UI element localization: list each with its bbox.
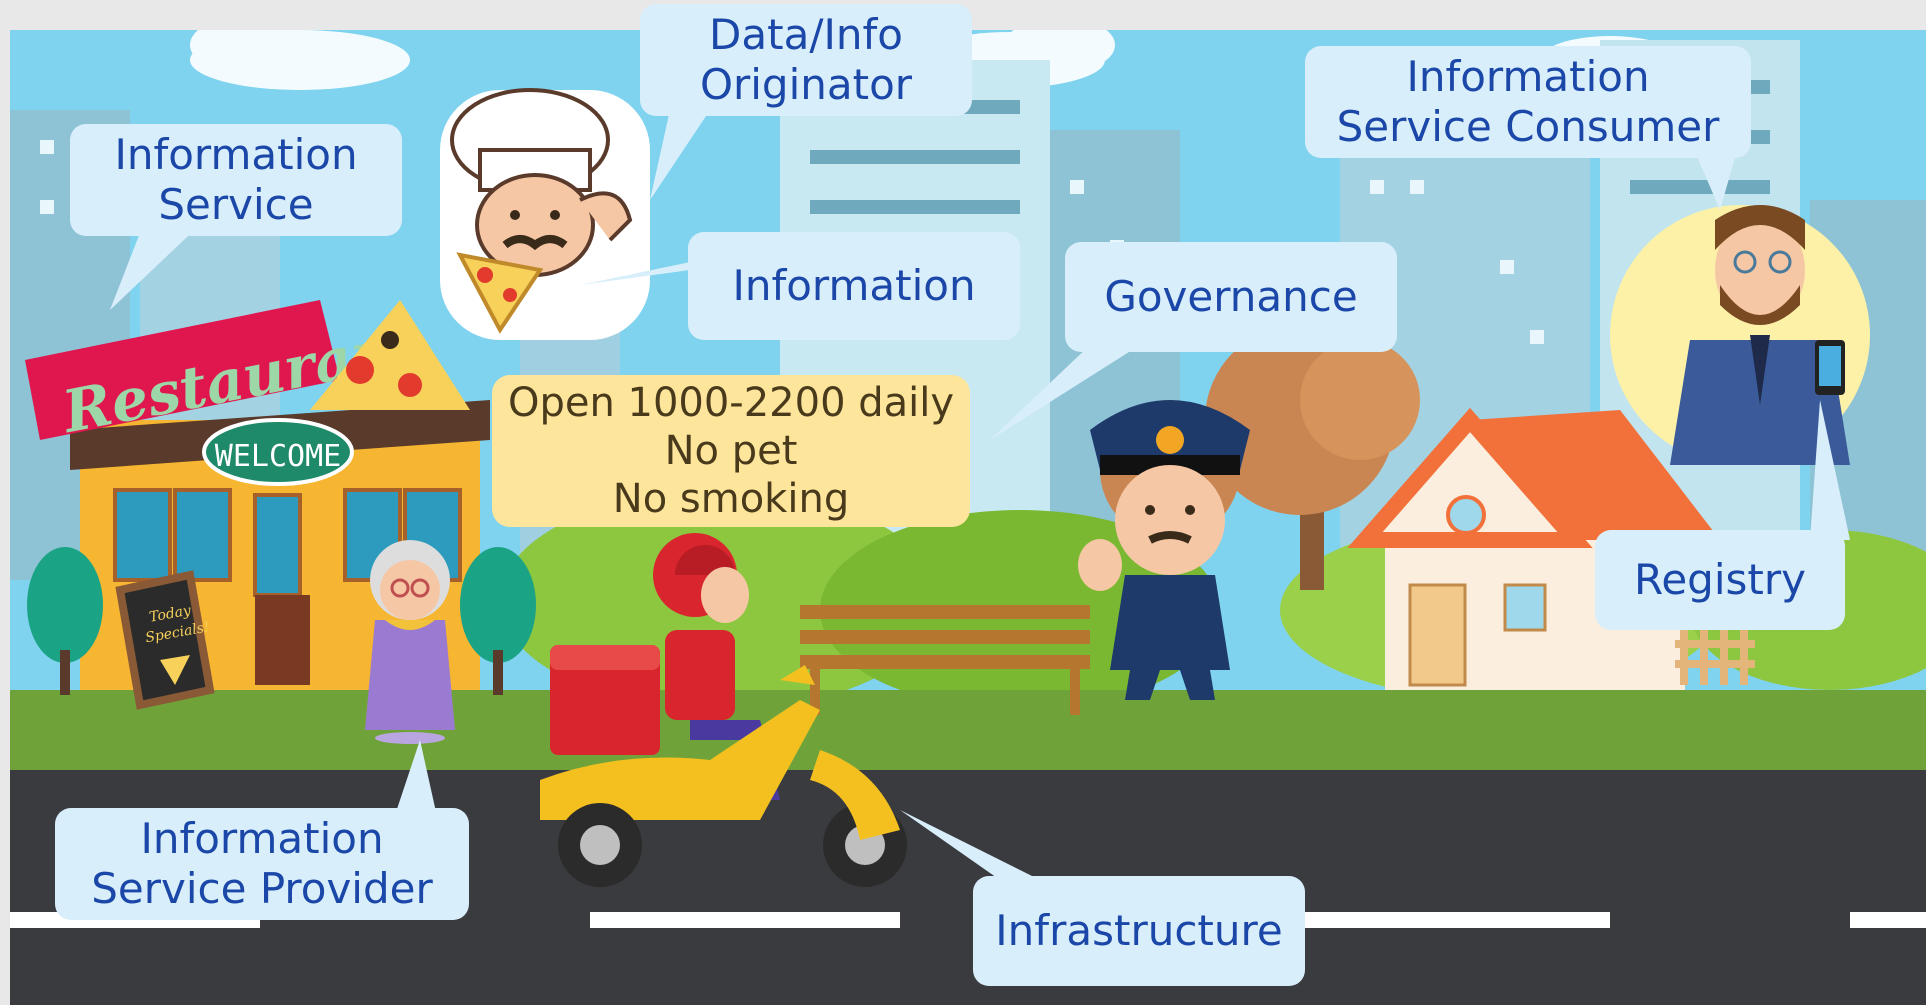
callout-registry: Registry — [1595, 530, 1845, 630]
callout-governance: Governance — [1065, 242, 1397, 352]
callout-information-service: Information Service — [70, 124, 402, 236]
grass — [10, 690, 1926, 770]
callout-information-line1: Information — [732, 261, 976, 310]
businessman-icon — [1610, 205, 1870, 465]
board-text-today: Today — [148, 602, 193, 625]
callout-data-info-originator-line2: Originator — [699, 60, 913, 109]
callout-consumer-line2: Service Consumer — [1336, 102, 1720, 151]
grandma-icon — [365, 540, 455, 744]
callout-information-service-provider: Information Service Provider — [55, 808, 469, 920]
police-officer-icon — [1078, 400, 1250, 700]
notice-line-no-pet: No pet — [664, 428, 798, 474]
chef-icon — [440, 88, 650, 340]
opening-hours-notice: Open 1000-2200 daily No pet No smoking — [492, 375, 970, 527]
callout-information: Information — [688, 232, 1020, 340]
callout-governance-line1: Governance — [1104, 272, 1358, 321]
callout-consumer-line1: Information — [1406, 52, 1650, 101]
callout-information-service-line2: Service — [158, 180, 314, 229]
scooter-courier-icon — [540, 533, 907, 887]
notice-line-no-smoking: No smoking — [612, 476, 850, 522]
callout-information-service-line1: Information — [114, 130, 358, 179]
callout-registry-line1: Registry — [1634, 555, 1806, 604]
welcome-sign-text: WELCOME — [215, 439, 341, 474]
callout-data-info-originator: Data/Info Originator — [640, 4, 972, 116]
callout-data-info-originator-line1: Data/Info — [709, 10, 903, 59]
callout-tails — [110, 110, 1850, 880]
notice-line-hours: Open 1000-2200 daily — [507, 380, 955, 426]
callout-information-service-consumer: Information Service Consumer — [1305, 46, 1751, 158]
callout-infrastructure-line1: Infrastructure — [995, 906, 1283, 955]
callout-provider-line2: Service Provider — [91, 864, 433, 913]
park-bench — [800, 605, 1090, 715]
callout-infrastructure: Infrastructure — [973, 876, 1305, 986]
callout-provider-line1: Information — [140, 814, 384, 863]
